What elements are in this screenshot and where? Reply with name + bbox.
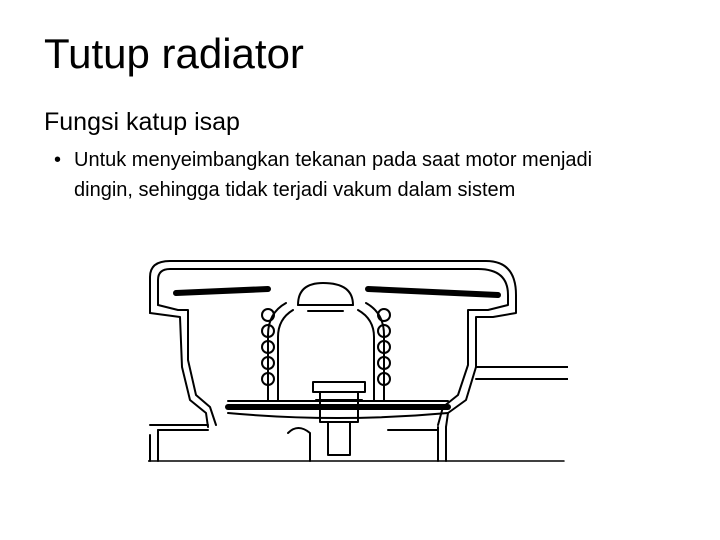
center-rivet <box>297 282 354 312</box>
pressure-valve-plate <box>225 400 451 419</box>
filler-neck <box>149 424 447 462</box>
page-title: Tutup radiator <box>44 30 304 77</box>
bullet-list: • Untuk menyeimbangkan tekanan pada saat… <box>44 145 644 205</box>
top-gasket <box>173 286 501 298</box>
section-subheading: Fungsi katup isap <box>44 108 240 136</box>
radiator-cap-diagram <box>148 260 568 462</box>
cap-outer-shell <box>149 260 517 428</box>
spring-coils-right <box>377 308 391 386</box>
list-item: • Untuk menyeimbangkan tekanan pada saat… <box>44 145 644 205</box>
bullet-marker: • <box>54 149 62 171</box>
spring-housing <box>267 302 385 401</box>
bullet-text: Untuk menyeimbangkan tekanan pada saat m… <box>74 149 593 201</box>
spring-coils-left <box>261 308 275 386</box>
overflow-tube <box>475 366 568 380</box>
vacuum-valve-stem <box>312 381 366 456</box>
